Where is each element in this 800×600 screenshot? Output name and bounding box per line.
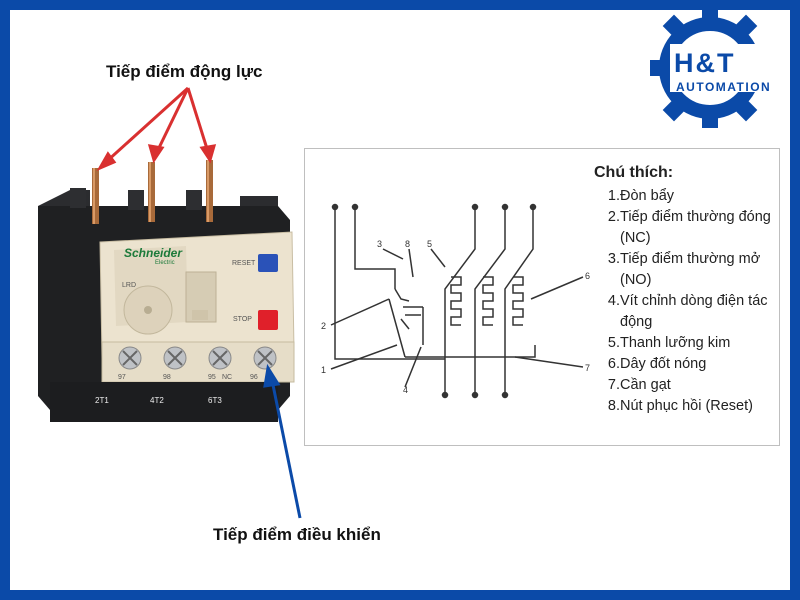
- terminal-6t3: 6T3: [208, 396, 222, 405]
- schematic-callouts: 1 2 3 4 5 6 7 8: [321, 239, 590, 395]
- device-reset-label: RESET: [232, 260, 256, 267]
- terminal-label-96: 96: [250, 374, 258, 381]
- power-pin-2: [148, 162, 155, 222]
- device-brand: Schneider: [124, 246, 183, 260]
- terminal-label-97: 97: [118, 374, 126, 381]
- relay-illustration: [38, 10, 790, 519]
- control-terminals: [118, 346, 277, 370]
- callout-3: 3: [377, 239, 382, 249]
- legend-item: 8.Nút phục hồi (Reset): [607, 398, 753, 414]
- schematic-box: 1 2 3 4 5 6 7 8: [304, 148, 780, 446]
- legend-item: 2.Tiếp điểm thường đóng (NC): [607, 209, 771, 246]
- callout-4: 4: [403, 385, 408, 395]
- reset-button-photo: [258, 254, 278, 272]
- callout-2: 2: [321, 321, 326, 331]
- legend-item: 3.Tiếp điểm thường mở (NO): [607, 251, 761, 288]
- image-frame: Schneider Electric LRD RESET STOP 97 98 …: [10, 10, 790, 590]
- device-stop-label: STOP: [233, 316, 252, 323]
- callout-1: 1: [321, 365, 326, 375]
- callout-8: 8: [405, 239, 410, 249]
- terminal-2t1: 2T1: [95, 396, 109, 405]
- power-arrows: [96, 86, 217, 172]
- legend-item: 6.Dây đốt nóng: [607, 356, 707, 372]
- legend-item: 5.Thanh lưỡng kim: [607, 335, 731, 351]
- terminal-label-98: 98: [163, 374, 171, 381]
- callout-6: 6: [585, 271, 590, 281]
- terminal-label-95: 95: [208, 374, 216, 381]
- callout-7: 7: [585, 363, 590, 373]
- power-pin-1: [92, 168, 99, 224]
- legend-item: 4.Vít chỉnh dòng điện tác động: [607, 293, 768, 330]
- legend-item: 7.Cần gạt: [607, 377, 671, 393]
- callout-5: 5: [427, 239, 432, 249]
- control-arrow: [263, 363, 302, 519]
- logo-subtitle: AUTOMATION: [676, 80, 772, 94]
- legend: Chú thích: 1.Đòn bẩy 2.Tiếp điểm thường …: [594, 162, 780, 417]
- legend-title: Chú thích:: [594, 164, 674, 181]
- terminal-4t2: 4T2: [150, 396, 164, 405]
- control-contacts-label: Tiếp điểm điều khiển: [213, 525, 381, 544]
- logo-title: H&T: [674, 48, 736, 78]
- device-model: LRD: [122, 282, 137, 289]
- power-pin-3: [206, 160, 213, 222]
- device-brand-sub: Electric: [155, 260, 175, 266]
- terminal-label-nc: NC: [222, 374, 233, 381]
- schematic-drawing: 1 2 3 4 5 6 7 8: [321, 203, 590, 399]
- legend-item: 1.Đòn bẩy: [607, 188, 675, 204]
- power-contacts-label: Tiếp điểm động lực: [106, 62, 263, 81]
- stop-button-photo: [258, 310, 278, 330]
